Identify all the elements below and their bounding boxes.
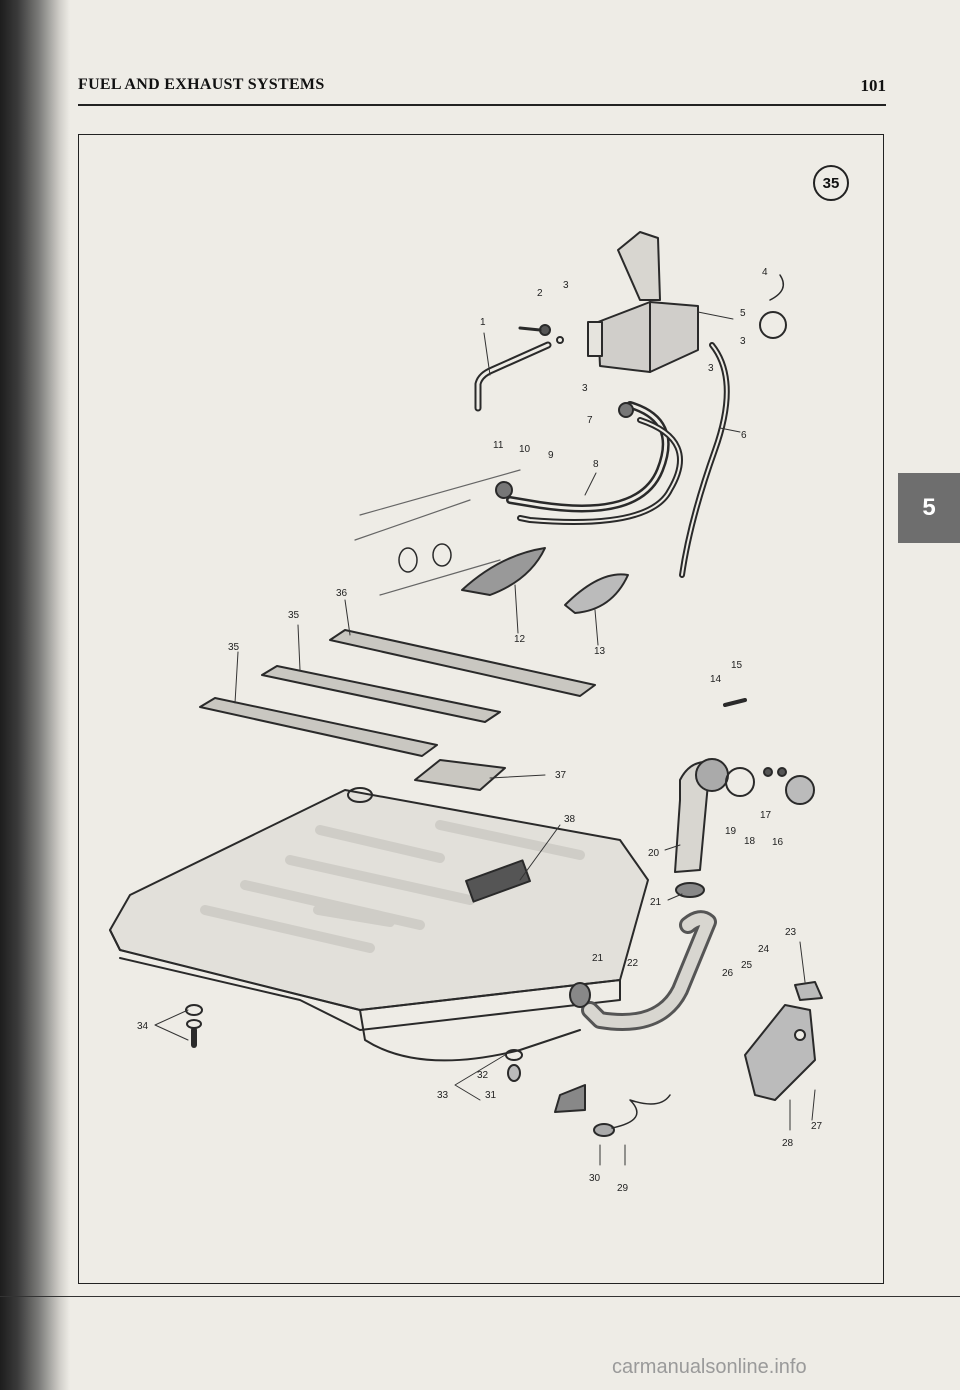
part-label: 31 [485, 1090, 497, 1101]
filler-cap-4 [759, 311, 787, 339]
part-label: 3 [740, 336, 746, 347]
part-label: 10 [519, 444, 531, 455]
part-label: 14 [710, 674, 722, 685]
part-label: 6 [741, 430, 747, 441]
part-label: 27 [811, 1121, 823, 1132]
cap-assembly-16 [785, 775, 815, 805]
washer-3 [556, 336, 564, 344]
part-label: 33 [437, 1090, 449, 1101]
part-label: 23 [785, 927, 797, 938]
part-label: 3 [582, 383, 588, 394]
watermark: carmanualsonline.info [612, 1356, 807, 1378]
clamp-11 [495, 481, 513, 499]
pad-37 [414, 759, 506, 791]
part-label: 7 [587, 415, 593, 426]
part-label: 11 [493, 440, 504, 451]
cover-27 [744, 1004, 816, 1101]
bracket-23 [794, 981, 823, 1001]
part-label: 8 [593, 459, 599, 470]
strip-35a [261, 665, 501, 723]
part-label: 22 [627, 958, 639, 969]
part-label: 1 [480, 317, 486, 328]
page-number: 101 [860, 76, 887, 95]
part-label: 25 [741, 960, 753, 971]
part-label: 4 [762, 267, 768, 278]
part-label: 30 [589, 1173, 601, 1184]
part-label: 2 [537, 288, 543, 299]
clamp-7 [618, 402, 634, 418]
part-label: 5 [740, 308, 746, 319]
clamp-21 [675, 882, 705, 898]
part-label: 34 [137, 1021, 149, 1032]
seal-13 [564, 573, 629, 614]
part-label: 32 [477, 1070, 489, 1081]
part-label: 20 [648, 848, 660, 859]
part-label: 3 [708, 363, 714, 374]
part-label: 15 [731, 660, 743, 671]
part-label: 35 [228, 642, 240, 653]
part-label: 37 [555, 770, 567, 781]
part-label: 28 [782, 1138, 794, 1149]
strip-35b [199, 697, 438, 757]
section-title: FUEL AND EXHAUST SYSTEMS [78, 76, 325, 93]
part-label: 36 [336, 588, 348, 599]
part-label: 3 [563, 280, 569, 291]
part-label: 29 [617, 1183, 629, 1194]
part-label: 35 [288, 610, 300, 621]
part-label: 16 [772, 837, 784, 848]
evap-canister [587, 231, 699, 373]
strip-36 [329, 629, 596, 697]
fuel-tank [109, 787, 649, 1062]
part-label: 18 [744, 836, 756, 847]
page-header: FUEL AND EXHAUST SYSTEMS 101 [78, 70, 886, 106]
grommet-12 [461, 547, 546, 596]
part-label: 26 [722, 968, 734, 979]
part-label: 19 [725, 826, 737, 837]
part-label: 9 [548, 450, 554, 461]
diagram-frame [78, 134, 884, 1284]
part-label: 12 [514, 634, 526, 645]
sender-30 [554, 1084, 586, 1113]
binding-gutter [0, 0, 70, 1390]
part-label: 21 [650, 897, 662, 908]
figure-number-badge: 35 [813, 165, 849, 201]
part-label: 24 [758, 944, 770, 955]
part-label: 21 [592, 953, 604, 964]
part-label: 38 [564, 814, 576, 825]
part-labels: 1 2 3 3 3 3 4 5 6 7 8 9 10 11 12 13 14 1… [137, 267, 823, 1194]
page-bottom-edge [0, 1296, 960, 1297]
hose-1 [474, 341, 552, 412]
chapter-thumb-tab: 5 [898, 473, 960, 543]
part-label: 13 [594, 646, 606, 657]
part-label: 17 [760, 810, 772, 821]
